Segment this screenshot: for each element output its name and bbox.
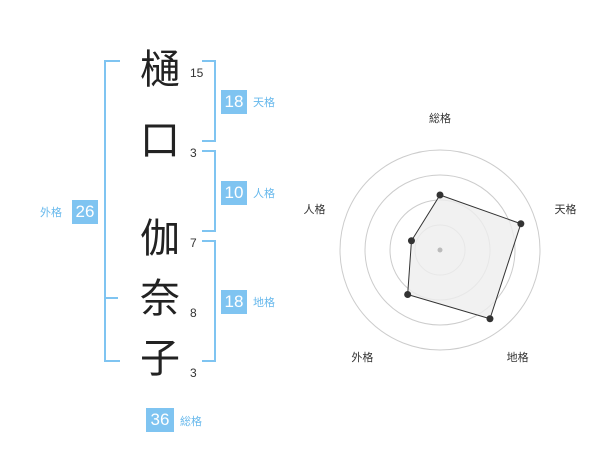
tenkaku-value: 18 xyxy=(221,90,247,114)
radar-center xyxy=(437,247,443,253)
stroke-count-2: 3 xyxy=(190,146,197,160)
name-char-3: 伽 xyxy=(140,216,180,262)
gaikaku-inner-tick xyxy=(104,297,118,299)
stroke-count-4: 8 xyxy=(190,306,197,320)
name-char-4: 奈 xyxy=(140,276,180,322)
radar-ring xyxy=(364,174,516,326)
tenkaku-bracket xyxy=(202,60,216,142)
radar-axis-label-2: 天格 xyxy=(555,202,577,216)
stroke-count-3: 7 xyxy=(190,236,197,250)
name-char-5: 子 xyxy=(140,336,180,382)
stroke-count-1: 15 xyxy=(190,66,204,80)
jinkaku-value: 10 xyxy=(221,181,247,205)
soukaku-value: 36 xyxy=(146,408,174,432)
name-char-1: 樋 xyxy=(140,47,180,93)
soukaku-label: 総格 xyxy=(180,415,202,428)
chikaku-bracket xyxy=(202,240,216,362)
chikaku-label: 地格 xyxy=(253,296,275,309)
radar-axis-label-4: 外格 xyxy=(351,350,373,364)
name-char-2: 口 xyxy=(140,118,180,164)
stroke-count-5: 3 xyxy=(190,366,197,380)
gaikaku-value: 26 xyxy=(72,200,98,224)
radar-axis-label-3: 地格 xyxy=(507,350,529,364)
gaikaku-bracket xyxy=(104,60,120,362)
gaikaku-label: 外格 xyxy=(40,206,62,219)
jinkaku-label: 人格 xyxy=(253,187,275,200)
radar-point-3 xyxy=(486,315,494,323)
jinkaku-bracket xyxy=(202,150,216,232)
radar-point-5 xyxy=(407,237,415,245)
radar-point-2 xyxy=(517,220,525,228)
radar-point-1 xyxy=(436,191,444,199)
radar-ring xyxy=(339,149,541,351)
radar-axis-label-5: 人格 xyxy=(303,202,325,216)
chikaku-value: 18 xyxy=(221,290,247,314)
radar-axis-label-1: 総格 xyxy=(429,111,451,125)
radar-polygon xyxy=(407,194,522,320)
tenkaku-label: 天格 xyxy=(253,96,275,109)
radar-point-4 xyxy=(404,290,412,298)
